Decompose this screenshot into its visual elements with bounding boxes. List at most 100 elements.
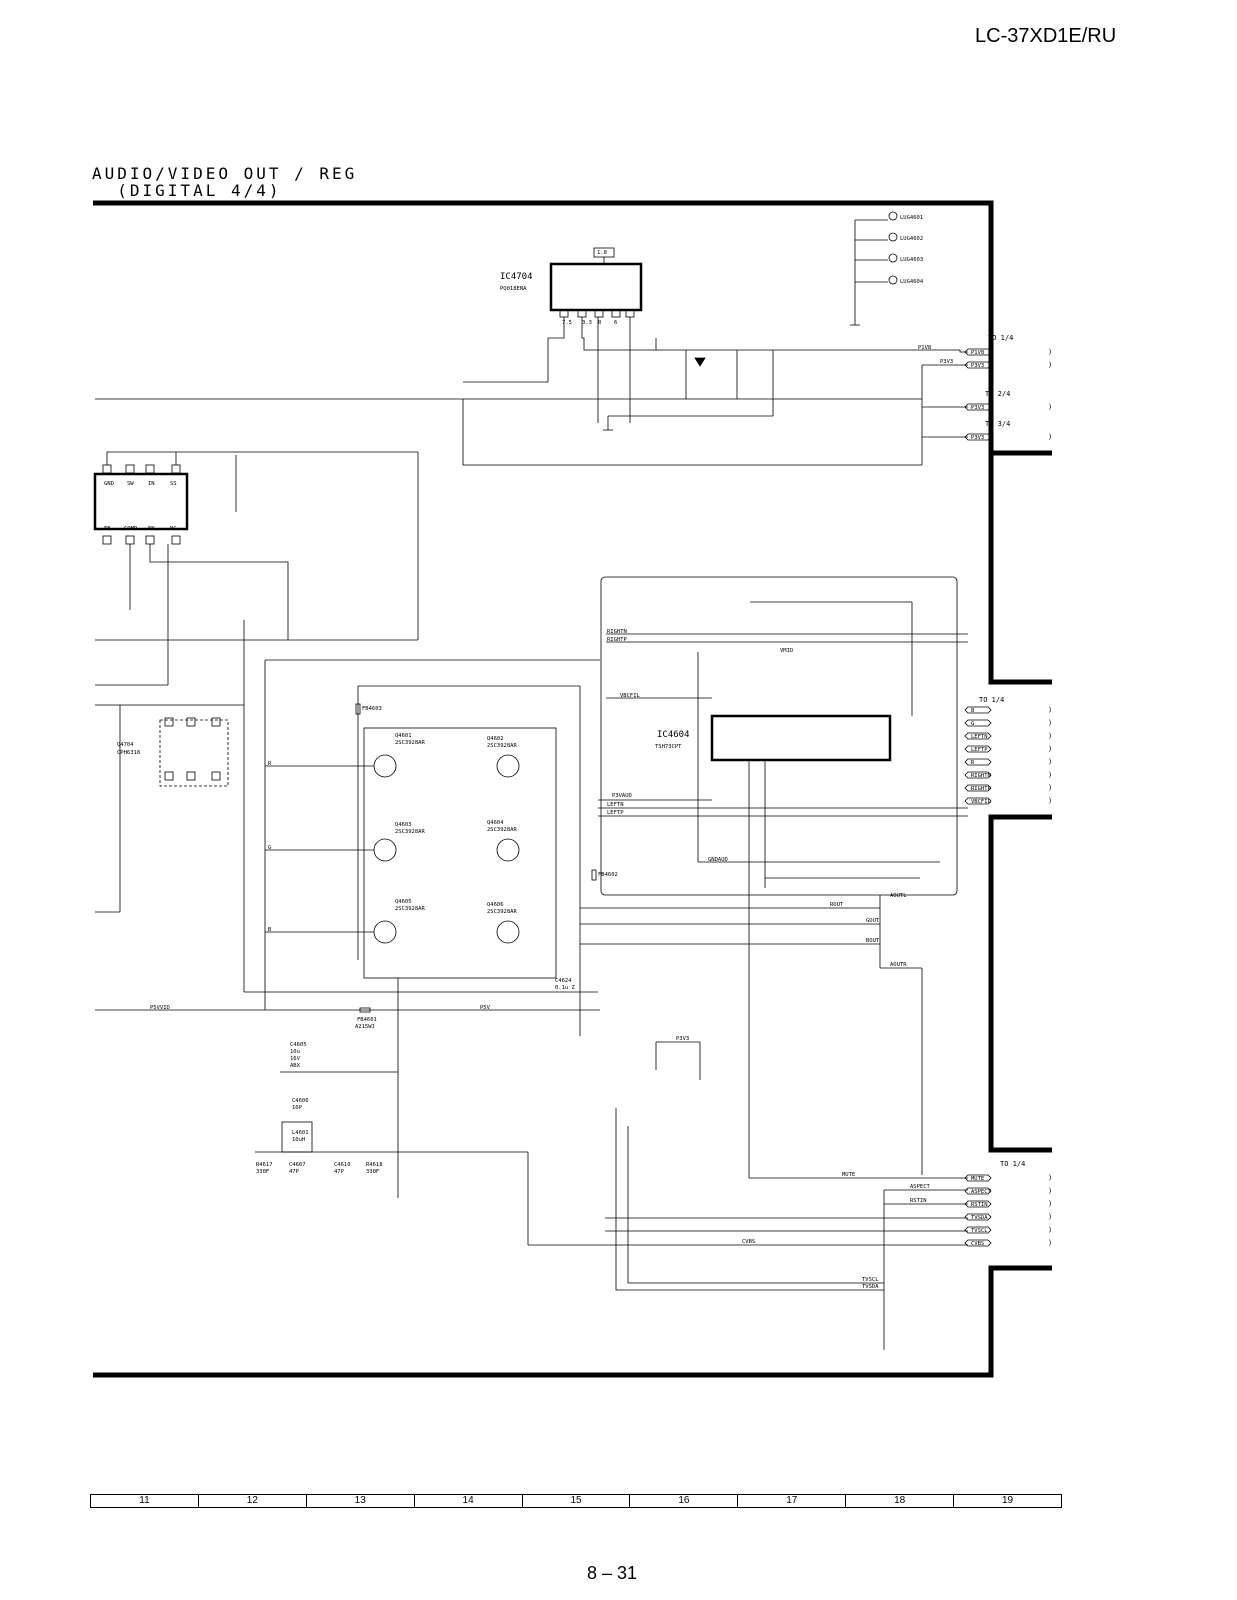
ic4604-block: IC4604 TSH73CPT RIGHTN RIGHTP VBCFIL VMI… <box>580 576 968 1350</box>
svg-text:10u: 10u <box>290 1049 300 1055</box>
connector-pin-mid4 <box>964 758 992 766</box>
svg-text:RSTIN: RSTIN <box>910 1198 927 1204</box>
connector-bracket: ) <box>1048 732 1052 740</box>
diagram-subtitle: (DIGITAL 4/4) <box>117 181 282 200</box>
connector-bracket: ) <box>1048 433 1052 441</box>
svg-text:FB4603: FB4603 <box>362 706 382 712</box>
connector-pin-label: TVSDA <box>971 1215 988 1221</box>
svg-text:7.5: 7.5 <box>562 320 572 326</box>
svg-text:R4618: R4618 <box>366 1162 383 1168</box>
svg-text:MUTE: MUTE <box>842 1172 855 1178</box>
svg-text:GNDAUD: GNDAUD <box>708 857 728 863</box>
connector-bracket: ) <box>1048 706 1052 714</box>
svg-text:P5V: P5V <box>480 1005 491 1011</box>
connector-pin-mid2 <box>964 732 992 740</box>
svg-text:C4624: C4624 <box>555 978 572 984</box>
ic4704: IC4704 PQ018ENA 1.8 7.5 3.3 0 6 <box>500 247 643 326</box>
svg-text:TO 2/4: TO 2/4 <box>985 390 1010 398</box>
ic4704-pin-top: 1.8 <box>597 250 607 256</box>
ic4704-ref: IC4704 <box>500 272 533 282</box>
svg-text:C4606: C4606 <box>292 1098 309 1104</box>
page-number: 8 – 31 <box>587 1563 638 1583</box>
svg-text:2SC3928AR: 2SC3928AR <box>395 829 425 835</box>
svg-text:SS: SS <box>170 481 177 487</box>
svg-text:ASPECT: ASPECT <box>910 1184 931 1190</box>
grid-col: 13 <box>307 1495 415 1507</box>
connector-pin-label: G <box>971 721 974 727</box>
connector-pin-label: CVBS <box>971 1241 984 1247</box>
svg-text:330F: 330F <box>256 1169 269 1175</box>
connector-pin-label: RIGHTN <box>971 773 991 779</box>
connector-bracket: ) <box>1048 745 1052 753</box>
connector-pin-top0 <box>964 348 992 356</box>
svg-text:C4607: C4607 <box>289 1162 306 1168</box>
svg-text:LEFTP: LEFTP <box>607 810 624 816</box>
svg-text:TO 3/4: TO 3/4 <box>985 420 1010 428</box>
svg-text:10P: 10P <box>292 1105 303 1111</box>
svg-text:AOUTL: AOUTL <box>890 893 907 899</box>
connector-pin-mid3 <box>964 745 992 753</box>
svg-text:GND: GND <box>104 481 114 487</box>
connector-bracket: ) <box>1048 348 1052 356</box>
connector-pin-label: MUTE <box>971 1176 984 1182</box>
svg-text:Q4603: Q4603 <box>395 822 412 828</box>
regulator-wiring <box>95 317 968 466</box>
svg-text:LUG4602: LUG4602 <box>900 236 923 242</box>
svg-text:GOUT: GOUT <box>866 918 880 924</box>
connector-pin-label: P1V8 <box>971 350 984 356</box>
svg-text:Q4704: Q4704 <box>117 742 134 748</box>
svg-text:TO 1/4: TO 1/4 <box>988 334 1013 342</box>
connector-pin-label: B <box>971 708 975 714</box>
svg-text:FB: FB <box>104 526 111 532</box>
svg-text:ROUT: ROUT <box>830 902 844 908</box>
svg-text:Q4602: Q4602 <box>487 736 504 742</box>
svg-text:CVBS: CVBS <box>742 1239 755 1245</box>
svg-text:TSH73CPT: TSH73CPT <box>655 744 682 750</box>
connectors-right: TO 1/4 TO 2/4 TO 3/4 TO 1/4 TO 1/4 P1V8 … <box>918 334 1025 1168</box>
grid-col: 14 <box>415 1495 523 1507</box>
svg-text:3.3: 3.3 <box>582 320 592 326</box>
svg-text:G: G <box>268 845 271 851</box>
svg-text:FB4602: FB4602 <box>598 872 618 878</box>
svg-text:47P: 47P <box>289 1169 300 1175</box>
svg-text:IN: IN <box>148 481 155 487</box>
connector-bracket: ) <box>1048 361 1052 369</box>
connector-pin-mid0 <box>964 706 992 714</box>
connector-bracket: ) <box>1048 1187 1052 1195</box>
svg-text:COMP: COMP <box>124 526 138 532</box>
connector-pin-label: P3V3 <box>971 435 984 441</box>
connector-bracket: ) <box>1048 758 1052 766</box>
svg-text:0.1u Z: 0.1u Z <box>555 985 576 991</box>
connector-pin-bot4 <box>964 1226 992 1234</box>
svg-text:BOUT: BOUT <box>866 938 880 944</box>
svg-text:P3VAUD: P3VAUD <box>612 793 632 799</box>
connector-bracket: ) <box>1048 771 1052 779</box>
svg-text:B: B <box>268 927 272 933</box>
connector-pin-label: RSTIN <box>971 1202 988 1208</box>
svg-text:LUG4604: LUG4604 <box>900 279 924 285</box>
svg-text:LEFTN: LEFTN <box>607 802 624 808</box>
svg-text:NC: NC <box>170 526 177 532</box>
connector-pin-bot0 <box>964 1174 992 1182</box>
svg-text:C4605: C4605 <box>290 1042 307 1048</box>
connector-pin-bot1 <box>964 1187 992 1195</box>
ic4704-part: PQ018ENA <box>500 286 527 292</box>
svg-text:2SC3928AR: 2SC3928AR <box>395 906 425 912</box>
svg-text:RIGHTP: RIGHTP <box>607 637 628 643</box>
diagram-title: AUDIO/VIDEO OUT / REG (DIGITAL 4/4) <box>92 165 357 199</box>
connector-bracket: ) <box>1048 1200 1052 1208</box>
connector-pin-label: TVSCL <box>971 1228 988 1234</box>
sheet-frame <box>93 200 1052 1378</box>
svg-text:6: 6 <box>614 320 617 326</box>
grid-col: 11 <box>91 1495 199 1507</box>
connector-pin-bot2 <box>964 1200 992 1208</box>
svg-text:TVSCL: TVSCL <box>862 1277 879 1283</box>
svg-text:P1V8: P1V8 <box>918 345 931 351</box>
connector-bracket: ) <box>1048 403 1052 411</box>
connector-bracket: ) <box>1048 719 1052 727</box>
connector-pin-mid1 <box>964 719 992 727</box>
connector-bracket: ) <box>1048 784 1052 792</box>
connector-shapes: P1V8)P3V3)P3V3)P3V3)B)G)LEFTN)LEFTP)R)RI… <box>964 348 1052 1247</box>
connector-pin-bot5 <box>964 1239 992 1247</box>
svg-text:FB4601: FB4601 <box>357 1017 377 1023</box>
